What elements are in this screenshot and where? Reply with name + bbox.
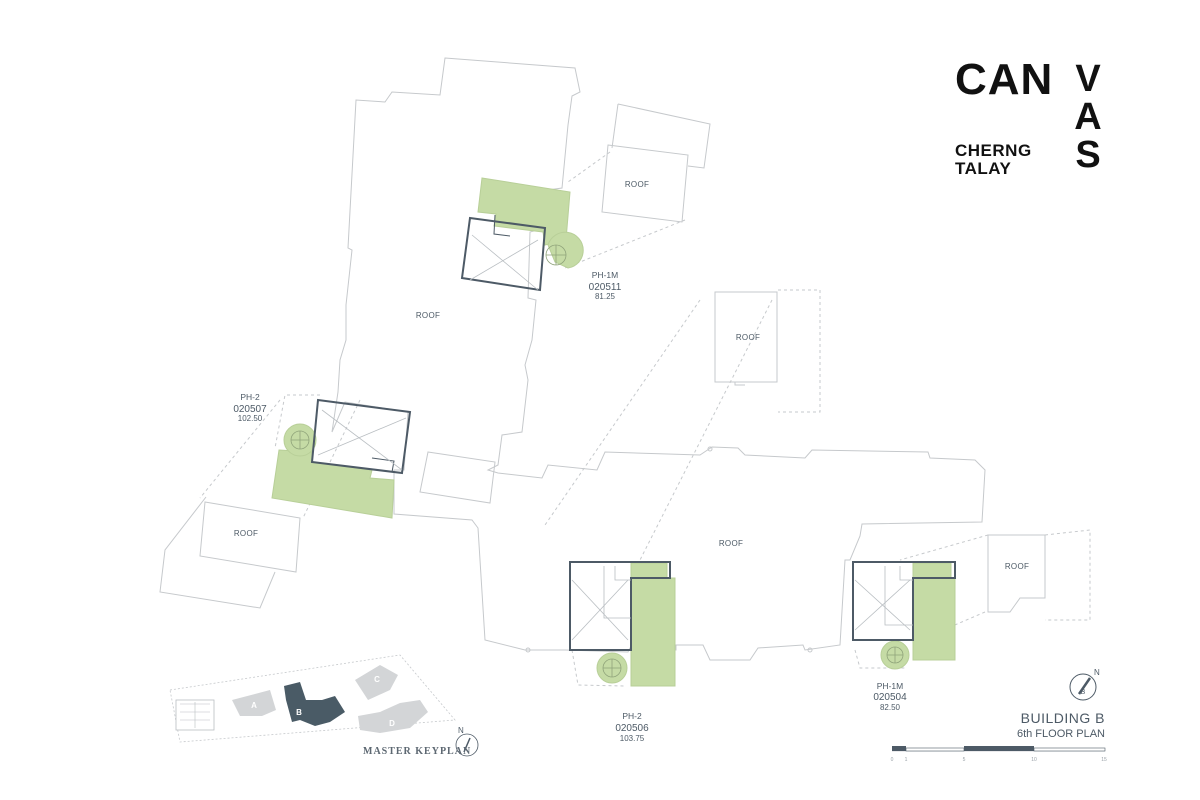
keyplan-north-letter: N bbox=[458, 726, 464, 735]
scale-tick-1: 1 bbox=[905, 757, 908, 763]
logo-word-vas: VAS bbox=[1067, 58, 1109, 172]
master-keyplan: A B C D N bbox=[169, 654, 479, 757]
keyplan-block-d bbox=[358, 700, 428, 733]
scale-tick-15: 15 bbox=[1101, 757, 1107, 763]
keyplan-block-b bbox=[284, 682, 345, 726]
building-title-block: BUILDING B 6th FLOOR PLAN bbox=[1017, 710, 1105, 740]
unit-area: 103.75 bbox=[620, 734, 645, 743]
logo-subtitle: CHERNG TALAY bbox=[955, 142, 1032, 178]
unit-id: 020507 bbox=[233, 404, 267, 415]
scale-tick-0: 0 bbox=[891, 757, 894, 763]
balcony-020506 bbox=[630, 577, 676, 687]
keyplan-letter-b: B bbox=[296, 708, 302, 717]
roof-label-top-right: ROOF bbox=[625, 180, 649, 189]
compass-icon bbox=[1069, 673, 1097, 701]
unit-area: 102.50 bbox=[238, 414, 263, 423]
unit-id: 020506 bbox=[615, 723, 649, 734]
scale-tick-5: 5 bbox=[963, 757, 966, 763]
unit-area: 81.25 bbox=[595, 292, 616, 301]
keyplan-letter-c: C bbox=[374, 675, 380, 684]
unit-label-020511: PH-1M 020511 81.25 bbox=[589, 270, 622, 301]
building-compass: N B bbox=[1069, 668, 1100, 701]
roof-label-center: ROOF bbox=[736, 333, 760, 342]
unit-area: 82.50 bbox=[880, 703, 901, 712]
balcony-020511 bbox=[477, 177, 571, 246]
unit-walls-020507 bbox=[310, 398, 412, 475]
roof-block-center bbox=[714, 291, 778, 383]
unit-walls-020506 bbox=[569, 561, 671, 651]
master-keyplan-title: MASTER KEYPLAN bbox=[363, 746, 472, 757]
unit-name: PH-1M bbox=[592, 270, 618, 280]
balcony-020504 bbox=[912, 577, 956, 661]
unit-id: 020511 bbox=[589, 282, 622, 293]
keyplan-block-a bbox=[232, 690, 276, 716]
keyplan-letter-d: D bbox=[389, 719, 395, 728]
unit-label-020506: PH-2 020506 103.75 bbox=[615, 711, 649, 743]
logo-subtitle-line-1: CHERNG bbox=[955, 141, 1032, 160]
scale-bar: 0 1 5 10 15 bbox=[891, 746, 1107, 763]
unit-walls-020504 bbox=[852, 561, 956, 641]
unit-name: PH-2 bbox=[240, 392, 260, 402]
canvas-cherng-talay-logo: CAN VAS CHERNG TALAY bbox=[955, 58, 1115, 188]
roof-label-north: ROOF bbox=[416, 311, 440, 320]
compass-building-letter: B bbox=[1081, 689, 1086, 696]
roof-label-bottom-right: ROOF bbox=[1005, 562, 1029, 571]
logo-word-can: CAN bbox=[955, 55, 1054, 104]
unit-walls-020511 bbox=[460, 216, 547, 292]
north-wing-outline bbox=[331, 57, 986, 661]
unit-name: PH-1M bbox=[877, 681, 903, 691]
building-title: BUILDING B bbox=[1020, 710, 1105, 726]
logo-subtitle-line-2: TALAY bbox=[955, 158, 1012, 178]
roof-block-left bbox=[199, 501, 301, 573]
keyplan-block-c bbox=[355, 665, 398, 700]
balcony-020507 bbox=[271, 449, 395, 519]
compass-north-letter: N bbox=[1094, 668, 1100, 677]
keyplan-north-arrow-icon bbox=[455, 733, 479, 757]
logo-word-vas-text: VAS bbox=[1067, 58, 1109, 172]
floor-plan-title: 6th FLOOR PLAN bbox=[1016, 728, 1105, 740]
roof-block-top-right bbox=[601, 144, 689, 223]
unit-name: PH-2 bbox=[622, 711, 642, 721]
unit-id: 020504 bbox=[873, 692, 907, 703]
roof-block-bottom-right bbox=[987, 534, 1046, 613]
scale-tick-10: 10 bbox=[1031, 757, 1037, 763]
unit-label-020504: PH-1M 020504 82.50 bbox=[873, 681, 907, 712]
roof-label-left: ROOF bbox=[234, 529, 258, 538]
keyplan-letter-a: A bbox=[251, 701, 257, 710]
unit-label-020507: PH-2 020507 102.50 bbox=[233, 392, 267, 423]
roof-label-south: ROOF bbox=[719, 539, 743, 548]
